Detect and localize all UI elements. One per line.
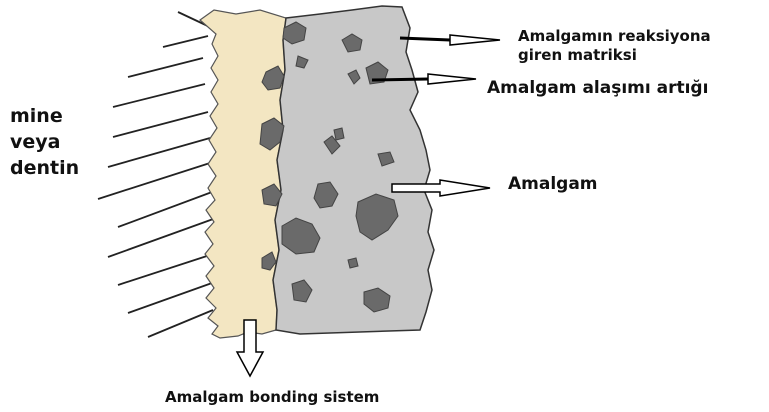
tooth-hatch-lines (98, 12, 216, 337)
enamel-label-line2: veya (10, 130, 60, 156)
enamel-label-line1: mine (10, 104, 63, 130)
alloy-particle (348, 258, 358, 268)
enamel-label-line3: dentin (10, 156, 79, 182)
matrix-arrow (400, 35, 500, 45)
bonding-layer (200, 10, 286, 338)
alloy-residue-label: Amalgam alaşımı artığı (487, 79, 708, 99)
matrix-label-line2: giren matriksi (518, 47, 637, 64)
matrix-label-line1: Amalgamın reaksiyona (518, 28, 711, 45)
amalgam-label: Amalgam (508, 175, 598, 195)
bonding-system-label: Amalgam bonding sistem (165, 389, 379, 406)
alloy-particle (334, 128, 344, 140)
